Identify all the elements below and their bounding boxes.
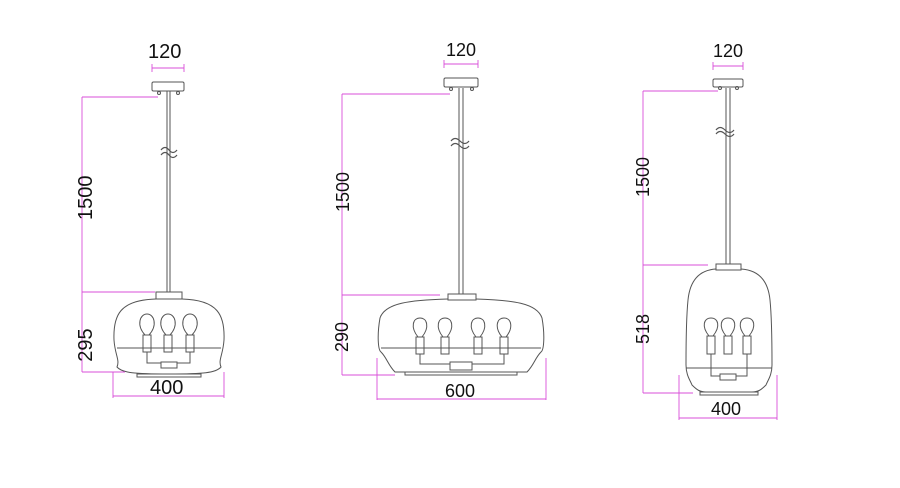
lamp-1-drop-dimension <box>81 96 158 293</box>
lamp-1-drop-height-label: 1500 <box>75 175 97 221</box>
lamp-1-canopy-width-label: 120 <box>148 41 182 63</box>
lamp-1-canopy-dimension <box>151 64 185 72</box>
lamp-2-bulbs <box>412 317 512 371</box>
lamp-1-shade-dimensions <box>81 292 225 398</box>
lamp-3-shade-dimensions <box>642 265 778 420</box>
lamp-3-shade-cap <box>715 263 742 271</box>
lamp-2-drawing <box>341 60 547 400</box>
lamp-3-shade-width-label: 400 <box>711 399 742 419</box>
lamp-1-shade-height-label: 295 <box>75 328 97 362</box>
lamp-3-drop-height-label: 1500 <box>633 156 653 197</box>
lamp-2-shade-dimensions <box>341 295 547 400</box>
lamp-2-shade <box>377 298 545 373</box>
lamp-2-shade-cap <box>447 293 477 301</box>
lamp-1-canopy <box>151 81 185 92</box>
lamp-3-canopy-width-label: 120 <box>713 41 744 61</box>
lamp-3-canopy <box>712 78 744 88</box>
lamp-2-canopy-dimension <box>443 60 479 68</box>
lamp-3-shade-height-label: 518 <box>633 313 653 345</box>
lamp-1-shade-cap <box>155 291 183 300</box>
lamp-1-bulbs <box>139 313 198 369</box>
lamp-3-canopy-dimension <box>712 62 744 70</box>
lamp-2-shade-width-label: 600 <box>445 381 476 401</box>
lamp-1-shade-width-label: 400 <box>150 377 184 399</box>
lamp-2-drop-height-label: 1500 <box>333 171 353 212</box>
lamp-3-bulbs <box>703 317 755 381</box>
lamp-2-drop-dimension <box>341 93 450 296</box>
lamp-2-shade-height-label: 290 <box>332 321 352 353</box>
lamp-3-drawing <box>642 62 778 420</box>
lamp-1-drawing <box>81 64 225 398</box>
lamp-2-canopy-width-label: 120 <box>446 40 477 60</box>
lamp-2-canopy <box>443 77 479 88</box>
lamp-3-drop-dimension <box>642 90 718 266</box>
